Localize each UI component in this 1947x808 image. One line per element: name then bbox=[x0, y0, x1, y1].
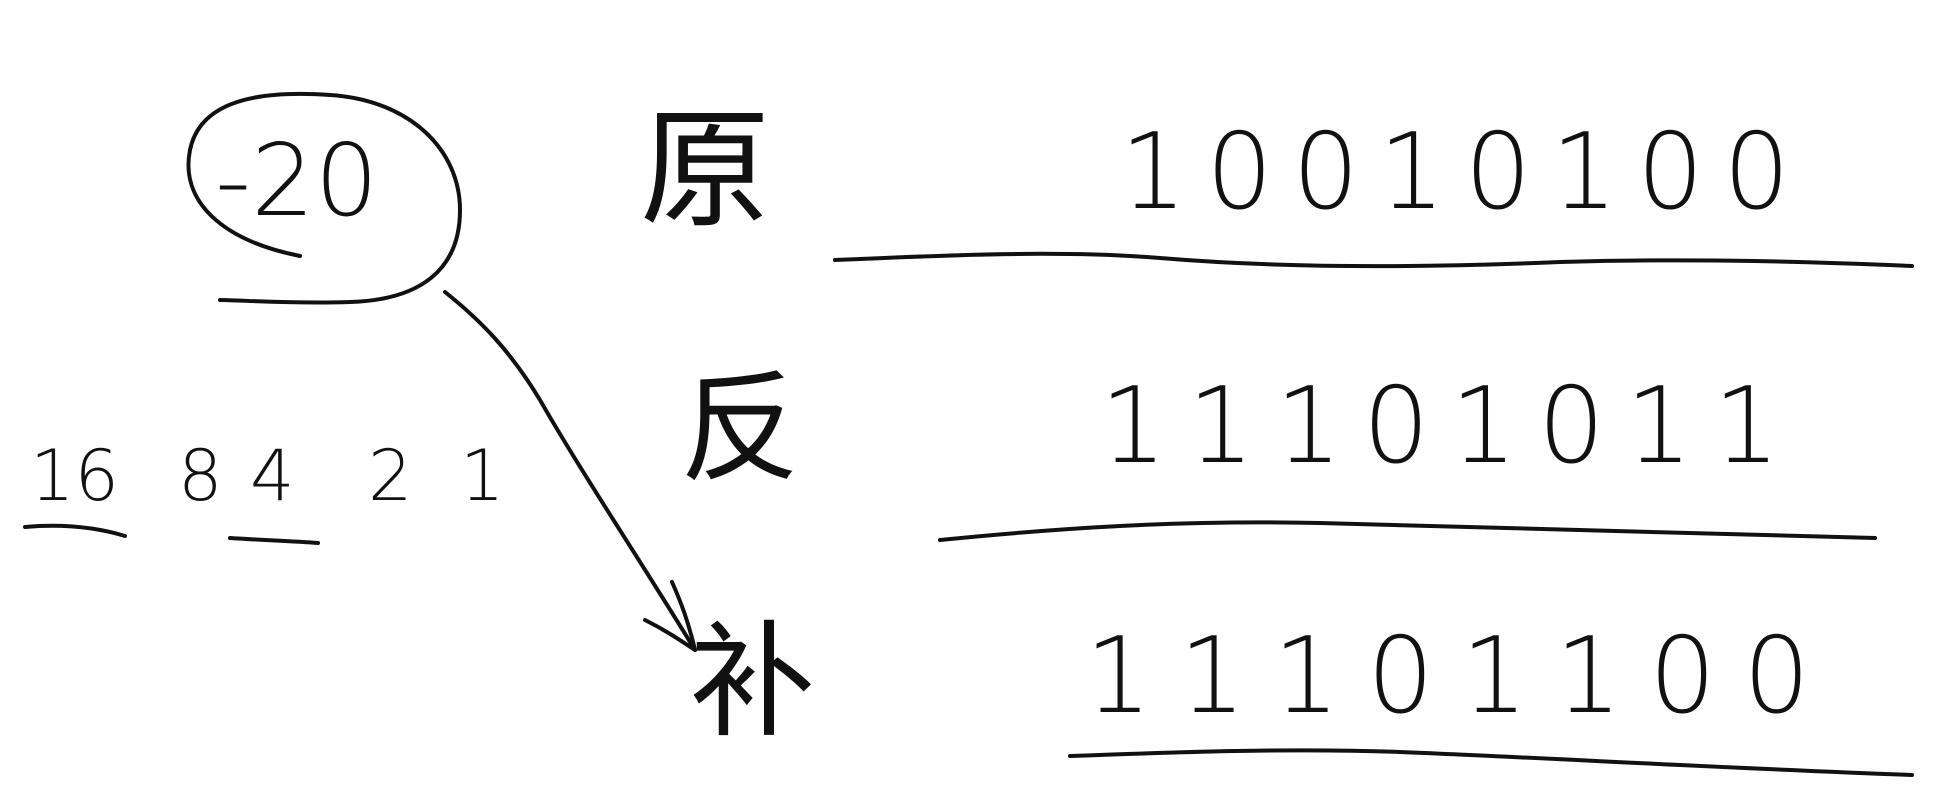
row-label-twos-complement: 补 bbox=[690, 610, 815, 755]
row-label-ones-complement: 反 bbox=[680, 360, 800, 499]
arrow-head bbox=[643, 580, 697, 652]
bits-ones-complement: 11101011 bbox=[1100, 365, 1780, 487]
underline-4 bbox=[228, 536, 320, 545]
row-label-original: 原 bbox=[640, 94, 770, 246]
underline-original bbox=[833, 251, 1914, 269]
arrow bbox=[443, 290, 697, 652]
circled-value: -20 bbox=[186, 91, 462, 305]
value-text: -20 bbox=[215, 122, 378, 239]
place-value-1: 1 bbox=[460, 435, 505, 517]
place-value-2: 2 bbox=[368, 435, 413, 517]
place-value-4: 4 bbox=[250, 435, 295, 517]
bits-original: 10010100 bbox=[1120, 111, 1790, 233]
place-value-16: 16 bbox=[30, 435, 119, 517]
arrow-shaft bbox=[443, 290, 697, 652]
place-values: 16 8 4 2 1 bbox=[23, 435, 505, 545]
circle-stroke bbox=[186, 91, 462, 305]
underline-ones-complement bbox=[938, 520, 1877, 542]
bits-twos-complement: 11101100 bbox=[1085, 615, 1810, 737]
underline-twos-complement bbox=[1068, 748, 1914, 777]
place-value-8: 8 bbox=[178, 435, 223, 517]
underline-16 bbox=[23, 523, 127, 538]
